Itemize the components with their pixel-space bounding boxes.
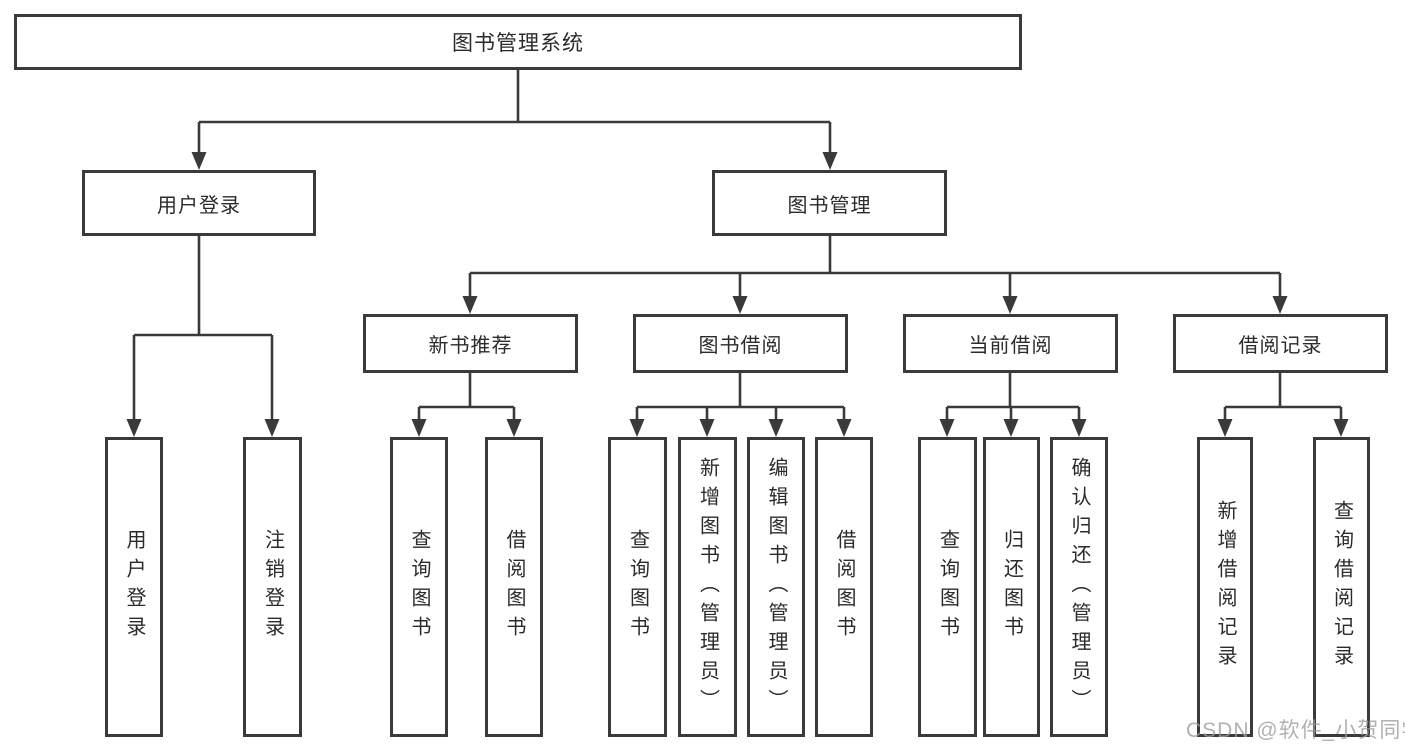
- node-book-borrowing-label: 图书借阅: [698, 335, 783, 357]
- node-book-management: 图书管理: [712, 170, 947, 236]
- node-borrowing-records: 借阅记录: [1173, 314, 1388, 373]
- leaf-bb-borrow-books: 借阅图书: [815, 437, 873, 737]
- csdn-watermark: CSDN @软件_小贺同学: [1186, 719, 1405, 742]
- leaf-br-query-record-label: 查询借阅记录: [1330, 500, 1353, 674]
- leaf-bb-add-books-admin-label: 新增图书（管理员）: [696, 456, 719, 718]
- connector-book-borrowing-children: [629, 373, 852, 437]
- leaf-cb-confirm-return-admin-label: 确认归还（管理员）: [1068, 456, 1090, 718]
- node-current-borrowing: 当前借阅: [903, 314, 1118, 373]
- leaf-cb-return-books-label: 归还图书: [1000, 529, 1023, 645]
- leaf-bb-query-books-label: 查询图书: [626, 529, 649, 645]
- connector-book-management-children: [462, 236, 1288, 314]
- node-borrowing-records-label: 借阅记录: [1238, 335, 1323, 357]
- leaf-nb-query-books: 查询图书: [390, 437, 448, 737]
- node-root-label: 图书管理系统: [452, 32, 584, 55]
- node-user-login-label: 用户登录: [157, 194, 241, 217]
- leaf-bb-add-books-admin: 新增图书（管理员）: [678, 437, 737, 737]
- leaf-cb-confirm-return-admin: 确认归还（管理员）: [1050, 437, 1108, 737]
- node-new-book-recommendation: 新书推荐: [363, 314, 578, 373]
- leaf-cb-return-books: 归还图书: [983, 437, 1040, 737]
- node-book-management-label: 图书管理: [787, 194, 872, 217]
- leaf-br-add-record-label: 新增借阅记录: [1214, 500, 1236, 674]
- leaf-bb-edit-books-admin-label: 编辑图书（管理员）: [765, 456, 787, 718]
- leaf-nb-borrow-books: 借阅图书: [485, 437, 543, 737]
- connector-borrowing-records-children: [1217, 373, 1349, 437]
- leaf-br-query-record: 查询借阅记录: [1313, 437, 1370, 737]
- leaf-br-add-record: 新增借阅记录: [1197, 437, 1253, 737]
- leaf-nb-query-books-label: 查询图书: [408, 529, 430, 645]
- leaf-logout-label: 注销登录: [261, 529, 284, 645]
- connector-root-to-level1: [191, 70, 838, 170]
- connector-new-book-recommendation-children: [411, 373, 522, 437]
- connector-current-borrowing-children: [939, 373, 1087, 437]
- leaf-bb-edit-books-admin: 编辑图书（管理员）: [747, 437, 805, 737]
- connector-user-login-children: [126, 236, 280, 437]
- leaf-user-login-label: 用户登录: [123, 529, 145, 645]
- node-book-borrowing: 图书借阅: [633, 314, 848, 373]
- leaf-nb-borrow-books-label: 借阅图书: [503, 529, 525, 645]
- node-user-login: 用户登录: [82, 170, 316, 236]
- leaf-cb-query-books-label: 查询图书: [936, 529, 959, 645]
- node-current-borrowing-label: 当前借阅: [968, 335, 1053, 357]
- leaf-user-login: 用户登录: [105, 437, 163, 737]
- leaf-bb-borrow-books-label: 借阅图书: [833, 529, 855, 645]
- node-new-book-recommendation-label: 新书推荐: [428, 335, 513, 357]
- leaf-bb-query-books: 查询图书: [608, 437, 667, 737]
- leaf-logout: 注销登录: [243, 437, 302, 737]
- node-root: 图书管理系统: [14, 14, 1022, 70]
- leaf-cb-query-books: 查询图书: [918, 437, 977, 737]
